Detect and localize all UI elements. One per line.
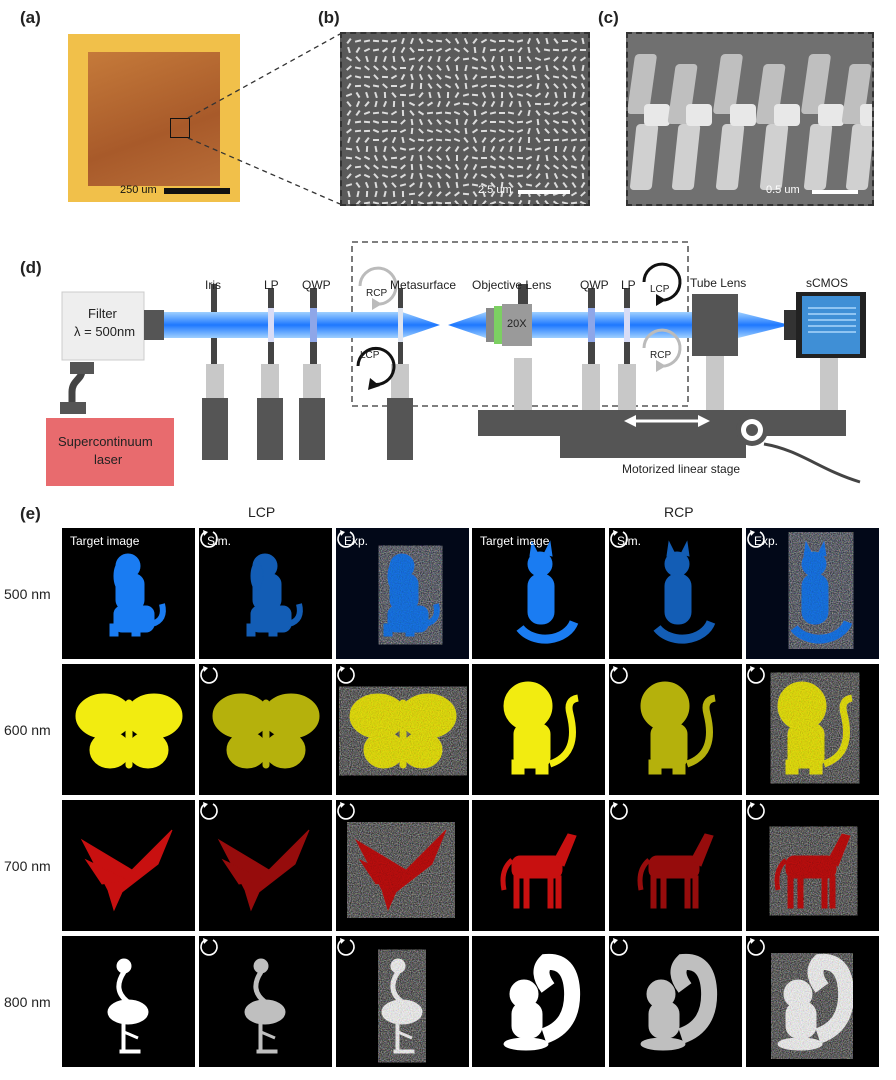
polarization-circle-icon bbox=[200, 666, 218, 684]
magnification-label: 20X bbox=[507, 318, 527, 330]
sample-photo: 250 um bbox=[68, 34, 240, 202]
polarization-circle-icon bbox=[200, 530, 218, 548]
polarization-circle-icon bbox=[610, 802, 628, 820]
iris-label: Iris bbox=[205, 278, 221, 292]
wavelength-row-label: 600 nm bbox=[4, 722, 51, 738]
grid-tile-r3-c2 bbox=[336, 936, 469, 1067]
polarization-circle-icon bbox=[200, 938, 218, 956]
scale-bar-a bbox=[164, 188, 230, 194]
polarization-circle-icon bbox=[610, 938, 628, 956]
qwp2-label: QWP bbox=[580, 278, 609, 292]
image-grid: Target image Sim. Exp. Target image Sim.… bbox=[62, 528, 880, 1072]
grid-tile-r3-c0 bbox=[62, 936, 195, 1067]
grid-tile-r2-c2 bbox=[336, 800, 469, 931]
column-label: Exp. bbox=[754, 534, 779, 548]
grid-tile-r0-c0: Target image bbox=[62, 528, 195, 659]
column-label: Target image bbox=[480, 534, 550, 548]
scale-bar-c bbox=[812, 190, 858, 194]
zoom-box bbox=[170, 118, 190, 138]
polarization-circle-icon bbox=[747, 802, 765, 820]
polarization-circle-icon bbox=[200, 802, 218, 820]
zoom-lines bbox=[187, 33, 341, 205]
optical-setup bbox=[46, 241, 866, 486]
stage-label: Motorized linear stage bbox=[622, 462, 741, 476]
grid-tile-r0-c3: Target image bbox=[472, 528, 605, 659]
grid-tile-r1-c0 bbox=[62, 664, 195, 795]
laser-label-1: Supercontinuum bbox=[58, 434, 153, 449]
polarization-circle-icon bbox=[337, 802, 355, 820]
wavelength-row-label: 500 nm bbox=[4, 586, 51, 602]
wavelength-row-label: 700 nm bbox=[4, 858, 51, 874]
panel-b-label: (b) bbox=[318, 8, 340, 27]
grid-tile-r0-c1: Sim. bbox=[199, 528, 332, 659]
rcp-right-label: RCP bbox=[650, 350, 672, 361]
grid-tile-r2-c3 bbox=[472, 800, 605, 931]
lp1-label: LP bbox=[264, 278, 279, 292]
sem-top-view: 2.5 um bbox=[340, 32, 590, 206]
grid-tile-r1-c1 bbox=[199, 664, 332, 795]
panel-a-label: (a) bbox=[20, 8, 41, 27]
rcp-header: RCP bbox=[664, 504, 694, 520]
lcp-right-label: LCP bbox=[650, 284, 670, 295]
column-label: Sim. bbox=[617, 534, 641, 548]
grid-tile-r1-c2 bbox=[336, 664, 469, 795]
panel-d-label: (d) bbox=[20, 258, 42, 277]
grid-tile-r2-c5 bbox=[746, 800, 879, 931]
column-label: Exp. bbox=[344, 534, 369, 548]
lcp-header: LCP bbox=[248, 504, 276, 520]
grid-tile-r1-c4 bbox=[609, 664, 742, 795]
objective-label: Objective Lens bbox=[472, 278, 552, 292]
polarization-circle-icon bbox=[337, 938, 355, 956]
polarization-circle-icon bbox=[747, 938, 765, 956]
grid-tile-r2-c0 bbox=[62, 800, 195, 931]
grid-tile-r1-c3 bbox=[472, 664, 605, 795]
sem-tilted-view: 0.5 um bbox=[626, 32, 874, 206]
polarization-circle-icon bbox=[747, 530, 765, 548]
polarization-circle-icon bbox=[610, 666, 628, 684]
polarization-circle-icon bbox=[337, 530, 355, 548]
grid-tile-r0-c5: Exp. bbox=[746, 528, 879, 659]
grid-tile-r0-c4: Sim. bbox=[609, 528, 742, 659]
scale-text-b: 2.5 um bbox=[478, 184, 512, 196]
polarization-circle-icon bbox=[610, 530, 628, 548]
wavelength-row-label: 800 nm bbox=[4, 994, 51, 1010]
grid-tile-r3-c4 bbox=[609, 936, 742, 1067]
scale-text-a: 250 um bbox=[120, 184, 157, 196]
rcp-top-label: RCP bbox=[366, 288, 388, 299]
grid-tile-r1-c5 bbox=[746, 664, 879, 795]
grid-tile-r2-c1 bbox=[199, 800, 332, 931]
grid-tile-r2-c4 bbox=[609, 800, 742, 931]
polarization-circle-icon bbox=[337, 666, 355, 684]
metasurface-label: Metasurface bbox=[390, 278, 457, 292]
lcp-bottom-label: LCP bbox=[360, 350, 380, 361]
column-label: Target image bbox=[70, 534, 140, 548]
tube-lens-label: Tube Lens bbox=[690, 276, 747, 290]
camera-label: sCMOS bbox=[806, 276, 848, 290]
column-label: Sim. bbox=[207, 534, 231, 548]
grid-tile-r3-c3 bbox=[472, 936, 605, 1067]
laser-label-2: laser bbox=[94, 452, 123, 467]
scale-bar-b bbox=[518, 190, 570, 194]
grid-tile-r0-c2: Exp. bbox=[336, 528, 469, 659]
panel-e-label: (e) bbox=[20, 504, 41, 523]
panel-c-label: (c) bbox=[598, 8, 619, 27]
polarization-circle-icon bbox=[747, 666, 765, 684]
grid-tile-r3-c5 bbox=[746, 936, 879, 1067]
grid-tile-r3-c1 bbox=[199, 936, 332, 1067]
filter-label: Filter bbox=[88, 306, 117, 321]
qwp1-label: QWP bbox=[302, 278, 331, 292]
scale-text-c: 0.5 um bbox=[766, 184, 800, 196]
lp2-label: LP bbox=[621, 278, 636, 292]
lambda-label: λ = 500nm bbox=[74, 324, 136, 339]
